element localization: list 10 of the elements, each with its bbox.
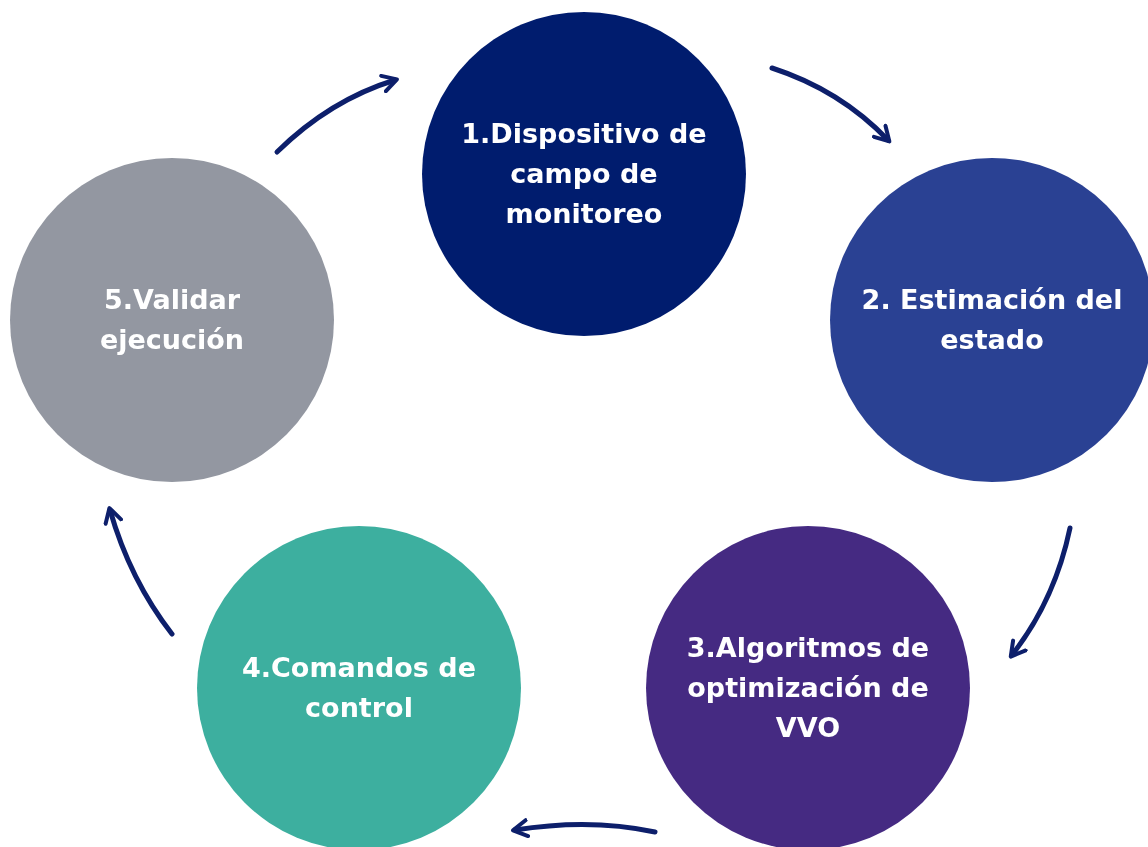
step-label: 5.Validar ejecución [98, 283, 246, 357]
curved-arrow [1008, 525, 1073, 659]
curved-arrow [103, 506, 175, 637]
curved-arrow [769, 65, 892, 144]
curved-arrow [274, 74, 399, 155]
curved-arrow [511, 818, 658, 839]
step-label: 3.Algoritmos de optimización de VVO [685, 631, 931, 745]
step-label: 2. Estimación del estado [860, 283, 1124, 357]
step-label: 4.Comandos de control [241, 651, 477, 725]
step-label: 1.Dispositivo de campo de monitoreo [460, 117, 708, 231]
